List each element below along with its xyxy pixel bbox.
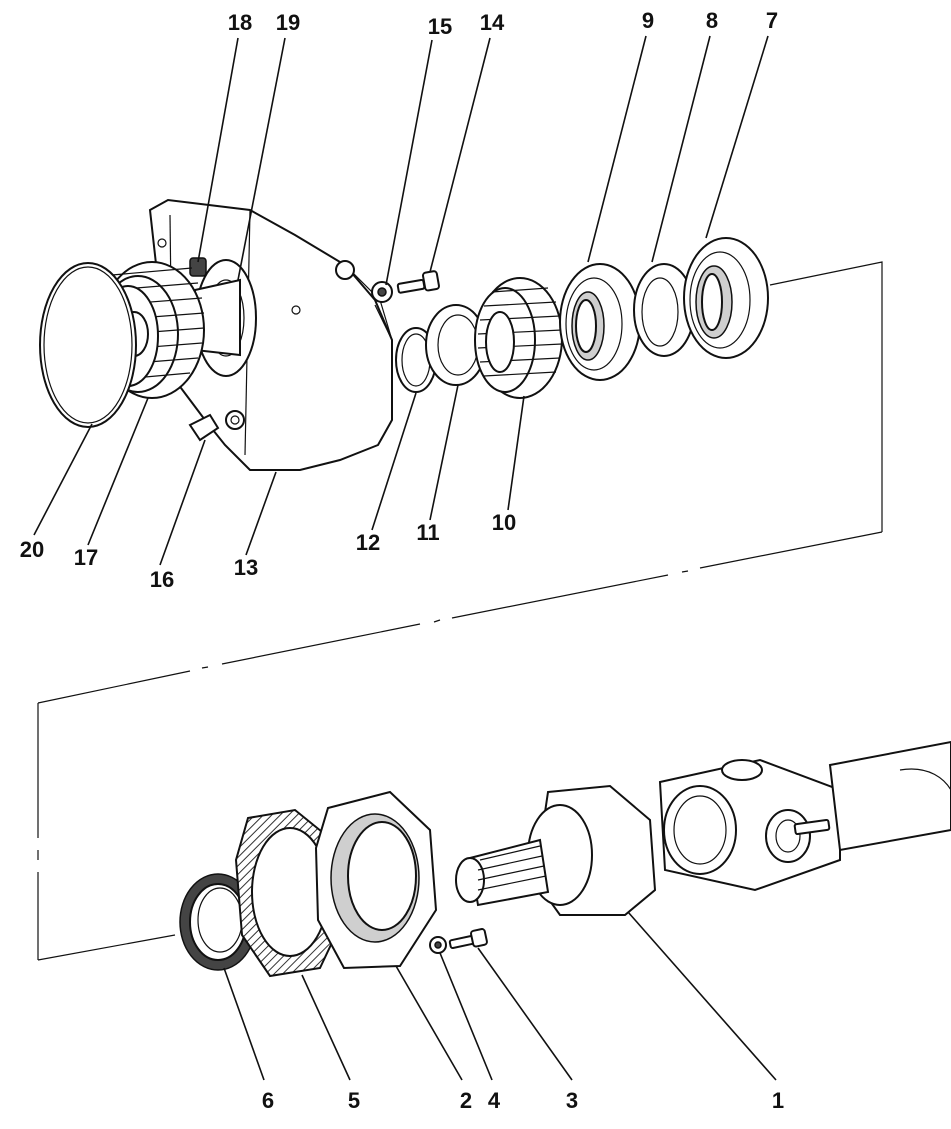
callout-15: 15 bbox=[428, 14, 452, 39]
callout-13: 13 bbox=[234, 555, 258, 580]
bearing-7 bbox=[683, 237, 769, 359]
callout-17: 17 bbox=[74, 545, 98, 570]
callout-9: 9 bbox=[642, 8, 654, 33]
universal-joint bbox=[658, 740, 951, 892]
callout-3: 3 bbox=[566, 1088, 578, 1113]
callout-14: 14 bbox=[480, 10, 505, 35]
callout-labels: 1 2 3 4 5 6 7 8 9 10 11 12 13 14 15 16 1… bbox=[20, 8, 784, 1113]
callout-10: 10 bbox=[492, 510, 516, 535]
callout-12: 12 bbox=[356, 530, 380, 555]
leader-lines bbox=[33, 35, 777, 1081]
bolt-3 bbox=[448, 928, 488, 950]
callout-1: 1 bbox=[772, 1088, 784, 1113]
washer-4 bbox=[429, 936, 447, 954]
snap-ring-20 bbox=[39, 262, 137, 428]
callout-6: 6 bbox=[262, 1088, 274, 1113]
callout-20: 20 bbox=[20, 537, 44, 562]
callout-18: 18 bbox=[228, 10, 252, 35]
callout-2: 2 bbox=[460, 1088, 472, 1113]
retainer-2 bbox=[314, 790, 438, 970]
callout-19: 19 bbox=[276, 10, 300, 35]
callout-11: 11 bbox=[416, 520, 439, 545]
assembly-boundary-lines bbox=[37, 261, 883, 961]
bolt-14 bbox=[396, 270, 440, 294]
gear-10 bbox=[474, 277, 563, 399]
fitting-16 bbox=[188, 410, 245, 442]
nut-15 bbox=[371, 281, 393, 303]
callout-4: 4 bbox=[488, 1088, 501, 1113]
callout-7: 7 bbox=[766, 8, 778, 33]
seal-6 bbox=[179, 873, 257, 971]
bearing-9 bbox=[559, 263, 641, 381]
callout-5: 5 bbox=[348, 1088, 360, 1113]
shaft-1 bbox=[455, 784, 657, 916]
callout-16: 16 bbox=[150, 567, 174, 592]
callout-8: 8 bbox=[706, 8, 718, 33]
